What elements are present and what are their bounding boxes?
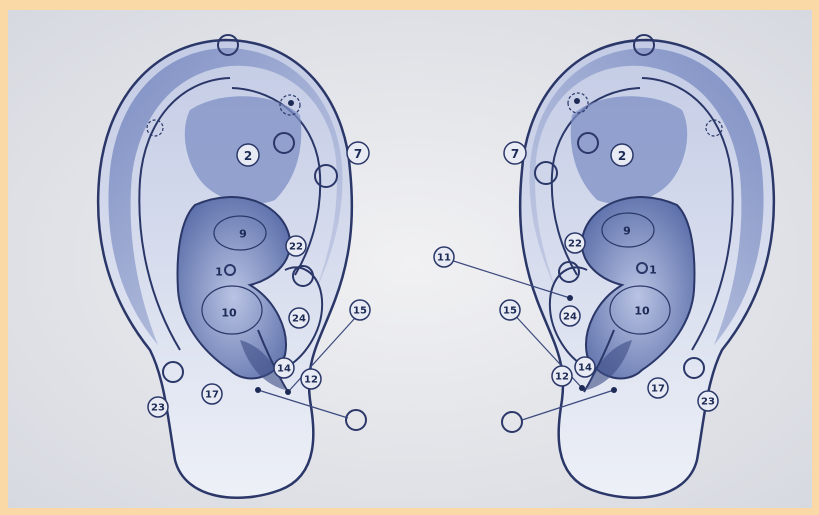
left-label-10: 10 bbox=[221, 307, 237, 320]
right-label-2: 2 bbox=[618, 149, 626, 163]
right-label-22: 22 bbox=[568, 239, 582, 250]
left-label-9: 9 bbox=[239, 228, 247, 241]
left-label-24: 24 bbox=[292, 314, 306, 325]
left-label-23: 23 bbox=[151, 403, 165, 414]
right-label-7: 7 bbox=[511, 147, 519, 161]
right-label-11: 11 bbox=[437, 253, 451, 264]
left-label-22: 22 bbox=[289, 242, 303, 253]
right-label-17: 17 bbox=[651, 384, 665, 395]
right-label-14: 14 bbox=[578, 363, 592, 374]
right-label-10: 10 bbox=[634, 305, 650, 318]
right-label-12: 12 bbox=[555, 372, 569, 383]
right-label-24: 24 bbox=[563, 312, 577, 323]
left-label-2: 2 bbox=[244, 149, 252, 163]
left-label-17: 17 bbox=[205, 390, 219, 401]
left-label-15: 15 bbox=[353, 306, 367, 317]
left-label-1: 1 bbox=[215, 266, 223, 279]
left-label-12: 12 bbox=[304, 375, 318, 386]
right-label-1: 1 bbox=[649, 264, 657, 277]
right-label-15: 15 bbox=[503, 306, 517, 317]
right-label-23: 23 bbox=[701, 397, 715, 408]
left-label-14: 14 bbox=[277, 364, 291, 375]
left-label-7: 7 bbox=[354, 147, 362, 161]
right-label-9: 9 bbox=[623, 225, 631, 238]
